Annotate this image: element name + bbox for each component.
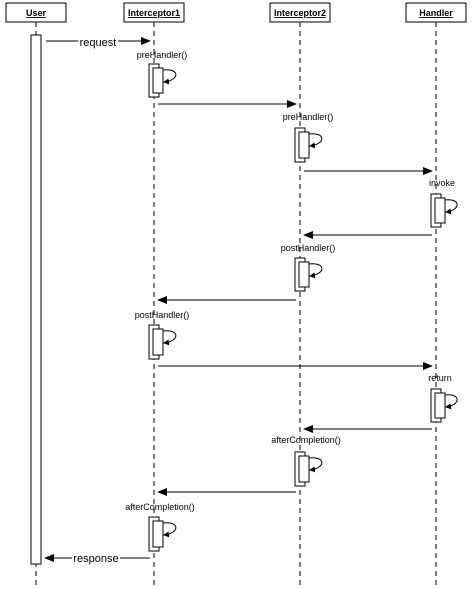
self-arrow — [308, 457, 323, 473]
message-response: response — [44, 551, 150, 567]
self-call-posthandler-2: postHandler() — [281, 243, 336, 292]
activation-box-nested — [434, 392, 446, 419]
message-label: preHandler() — [283, 112, 334, 122]
activation-user — [30, 34, 42, 565]
participant-label: Interceptor1 — [128, 8, 180, 18]
message-label: request — [80, 37, 117, 49]
participant-user: User — [5, 2, 67, 23]
self-arrow — [308, 133, 323, 149]
self-call-prehandler-1: preHandler() — [137, 50, 188, 98]
self-call-prehandler-2: preHandler() — [283, 112, 334, 163]
self-arrow — [162, 69, 177, 85]
self-call-aftercompletion-1: afterCompletion() — [125, 502, 195, 552]
message-label: response — [73, 553, 118, 565]
activation-box-nested — [298, 261, 310, 288]
lifelines — [35, 22, 437, 585]
message-label: invoke — [429, 178, 455, 188]
participant-label: Handler — [419, 8, 453, 18]
message-label: return — [428, 373, 452, 383]
participant-interceptor1: Interceptor1 — [123, 2, 185, 23]
participant-handler: Handler — [405, 2, 467, 23]
message-label: postHandler() — [135, 310, 190, 320]
self-arrow — [162, 330, 177, 346]
self-arrow — [444, 199, 458, 215]
self-arrow — [444, 394, 458, 410]
participant-label: Interceptor2 — [274, 8, 326, 18]
message-label: afterCompletion() — [125, 502, 195, 512]
self-arrow — [308, 263, 323, 279]
activation-box-nested — [152, 328, 164, 356]
participant-label: User — [26, 8, 47, 18]
participant-interceptor2: Interceptor2 — [269, 2, 331, 23]
activation-box-nested — [152, 67, 164, 94]
activation-box-nested — [298, 455, 310, 483]
self-call-invoke: invoke — [429, 178, 458, 228]
message-label: preHandler() — [137, 50, 188, 60]
message-label: afterCompletion() — [271, 435, 341, 445]
self-call-posthandler-1: postHandler() — [135, 310, 190, 360]
activation-box-nested — [298, 131, 310, 159]
self-call-return: return — [428, 373, 458, 423]
message-request: request — [46, 35, 151, 51]
message-label: postHandler() — [281, 243, 336, 253]
self-arrow — [162, 522, 177, 538]
self-call-aftercompletion-2: afterCompletion() — [271, 435, 341, 487]
activation-box-nested — [152, 520, 164, 548]
activation-box-nested — [434, 197, 446, 224]
